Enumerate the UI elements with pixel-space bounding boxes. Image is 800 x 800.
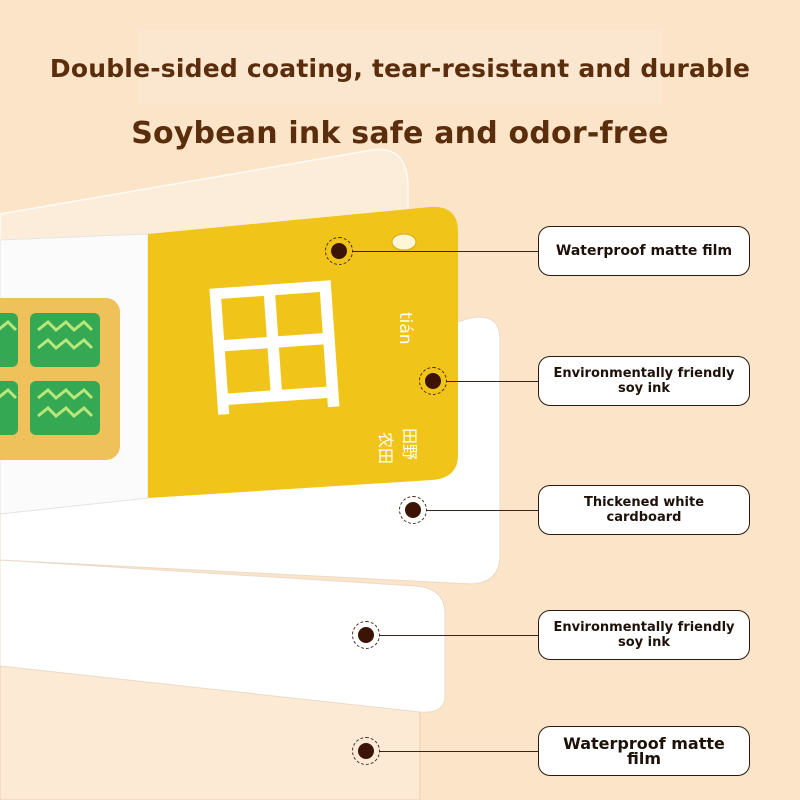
callout-white-cardboard: Thickened white cardboard [538,485,750,535]
vocab-word-2: 农田 [376,432,395,464]
leader-line-1 [352,251,538,252]
leader-line-2 [446,381,538,382]
callout-waterproof-film-bottom: Waterproof matte film [538,726,750,776]
white-cardboard-lower [0,559,446,713]
printed-card: 田 tián 田野 农田 [0,206,458,515]
headline-backdrop [138,30,662,104]
leader-line-3 [426,510,538,511]
leader-line-4 [379,635,538,636]
callout-waterproof-film-top: Waterproof matte film [538,226,750,276]
headline-durability: Double-sided coating, tear-resistant and… [49,54,751,83]
marker-film-bottom [352,737,380,765]
character-glyph: 田 [193,257,355,441]
pinyin-label: tián [395,312,415,345]
marker-soy-ink-bottom [352,621,380,649]
callout-soy-ink-top: Environmentally friendly soy ink [538,356,750,406]
card-yellow-panel [148,206,458,499]
vocab-word-1: 田野 [400,428,419,460]
marker-soy-ink-top [419,367,447,395]
grass-tiles [0,313,100,435]
callout-soy-ink-bottom: Environmentally friendly soy ink [538,610,750,660]
leader-line-5 [379,751,538,752]
marker-white-cardboard [399,496,427,524]
marker-film-top [325,237,353,265]
punch-hole [391,233,417,251]
headline-ink-safety: Soybean ink safe and odor-free [131,116,669,151]
